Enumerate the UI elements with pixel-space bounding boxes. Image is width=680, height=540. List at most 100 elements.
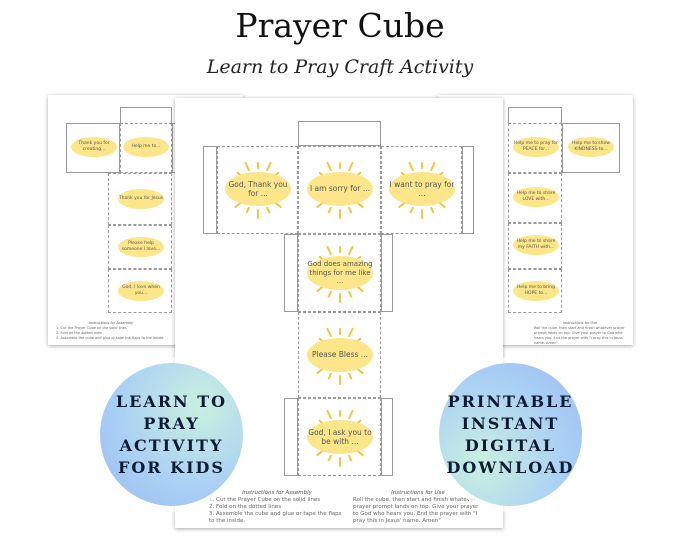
prompt-text: God, I ask you to be with ... bbox=[307, 420, 373, 454]
prompt-text: Thank you for creating... bbox=[71, 137, 117, 157]
prompt-sun: Thank you for Jesus bbox=[116, 185, 166, 213]
sun-ray bbox=[326, 327, 333, 338]
prompt-sun: Help me to pray for PEACE for... bbox=[512, 133, 560, 161]
prompt-text: Help me to pray for PEACE for... bbox=[513, 137, 559, 157]
sun-ray bbox=[327, 372, 333, 380]
sun-ray bbox=[339, 457, 341, 467]
badge-line: PRINTABLE bbox=[447, 391, 574, 411]
sun-ray bbox=[339, 209, 341, 219]
assembly-heading: Instructions for Assembly bbox=[242, 490, 312, 496]
badge-line: DIGITAL bbox=[464, 435, 557, 455]
sun-ray bbox=[257, 162, 259, 169]
prompt-text: Help me to bring HOPE to... bbox=[513, 281, 559, 301]
cube-flap bbox=[381, 234, 393, 312]
badge-line: INSTANT bbox=[461, 413, 560, 433]
sun-ray bbox=[339, 246, 341, 253]
prompt-sun: Help me to... bbox=[122, 133, 170, 161]
assembly-step: 1. Cut the Prayer Cube on the solid line… bbox=[209, 497, 321, 503]
assembly-instructions: Instructions for Assembly 1. Cut the Pra… bbox=[209, 490, 345, 525]
sun-ray bbox=[347, 454, 353, 462]
prompt-sun: Help me to show KINDNESS to... bbox=[566, 133, 616, 161]
prompt-sun: Please Bless ... bbox=[301, 322, 379, 388]
prompt-sun: Help me to share LOVE with... bbox=[512, 183, 560, 211]
cube-flap bbox=[203, 146, 217, 234]
sun-ray bbox=[347, 245, 354, 256]
sun-ray bbox=[339, 375, 341, 385]
prompt-sun: I am sorry for ... bbox=[301, 156, 379, 222]
prompt-text: Help me to... bbox=[123, 137, 169, 157]
sun-ray bbox=[429, 161, 436, 172]
prompt-text: Please Bless ... bbox=[307, 338, 373, 372]
assembly-step: 3. Assemble the cube and glue or tape th… bbox=[209, 511, 342, 524]
learn-to-pray-badge: LEARN TO PRAY ACTIVITY FOR KIDS bbox=[100, 363, 243, 506]
instructions-text: Roll the cube, then start and finish wha… bbox=[534, 326, 625, 345]
use-text: Roll the cube, then start and finish wha… bbox=[353, 497, 479, 524]
prompt-sun: Thank you for creating... bbox=[70, 133, 118, 161]
sun-ray bbox=[327, 290, 333, 298]
prompt-sun: God, Thank you for ... bbox=[219, 156, 297, 222]
prompt-text: God does amazing things for me like ... bbox=[307, 256, 373, 290]
sun-ray bbox=[244, 161, 251, 172]
prompt-text: God, Thank you for ... bbox=[225, 172, 291, 206]
prompt-sun: God, I ask you to be with ... bbox=[301, 404, 379, 470]
badge-line: ACTIVITY bbox=[119, 435, 224, 455]
sun-ray bbox=[265, 161, 272, 172]
sun-ray bbox=[347, 290, 353, 298]
instructions-heading: Instructions for Use bbox=[562, 321, 598, 325]
prompt-sun: Help me to bring HOPE to... bbox=[512, 277, 560, 305]
sun-ray bbox=[339, 328, 341, 335]
prompt-text: Help me to share LOVE with... bbox=[513, 187, 559, 207]
instructions-block: Instructions for Use Roll the cube, then… bbox=[534, 321, 626, 346]
instructions-block: Instructions for Assembly 1. Cut the Pra… bbox=[56, 321, 166, 341]
prompt-sun: Help me to share my FAITH with... bbox=[512, 231, 560, 259]
sun-ray bbox=[327, 454, 333, 462]
prompt-text: Help me to show KINDNESS to... bbox=[568, 137, 614, 157]
badge-line: PRAY bbox=[143, 413, 200, 433]
sun-ray bbox=[421, 209, 423, 219]
prompt-text: Thank you for Jesus bbox=[118, 189, 164, 209]
sun-ray bbox=[421, 162, 423, 169]
instructions-heading: Instructions for Assembly bbox=[88, 321, 134, 325]
cube-flap bbox=[284, 398, 298, 476]
sun-ray bbox=[326, 245, 333, 256]
sun-ray bbox=[339, 410, 341, 417]
badge-line: LEARN TO bbox=[115, 391, 228, 411]
sun-ray bbox=[347, 372, 353, 380]
sun-ray bbox=[347, 409, 354, 420]
sun-ray bbox=[265, 206, 271, 214]
cube-flap bbox=[462, 146, 474, 234]
page-subtitle: Learn to Pray Craft Activity bbox=[206, 56, 474, 78]
sun-ray bbox=[347, 327, 354, 338]
sun-ray bbox=[409, 206, 415, 214]
cube-flap bbox=[298, 121, 381, 146]
prompt-text: I want to pray for ... bbox=[389, 172, 455, 206]
prompt-text: I am sorry for ... bbox=[307, 172, 373, 206]
sun-ray bbox=[327, 206, 333, 214]
sun-ray bbox=[347, 161, 354, 172]
sun-ray bbox=[339, 162, 341, 169]
use-instructions: Instructions for Use Roll the cube, then… bbox=[353, 490, 483, 525]
sun-ray bbox=[347, 206, 353, 214]
prompt-text: Please help someone I love... bbox=[118, 237, 164, 257]
assembly-step: 2. Fold on the dotted lines bbox=[209, 504, 282, 510]
prompt-sun: I want to pray for ... bbox=[383, 156, 461, 222]
sun-ray bbox=[326, 409, 333, 420]
instructions-step: 2. Fold on the dotted lines bbox=[56, 331, 102, 335]
printable-download-badge: PRINTABLE INSTANT DIGITAL DOWNLOAD bbox=[439, 363, 582, 506]
sun-ray bbox=[339, 293, 341, 303]
sun-ray bbox=[245, 206, 251, 214]
use-heading: Instructions for Use bbox=[391, 490, 445, 496]
sun-ray bbox=[257, 209, 259, 219]
prompt-sun: God does amazing things for me like ... bbox=[301, 240, 379, 306]
prompt-text: Help me to share my FAITH with... bbox=[513, 235, 559, 255]
cube-flap bbox=[284, 234, 298, 312]
sun-ray bbox=[408, 161, 415, 172]
prompt-sun: Please help someone I love... bbox=[116, 233, 166, 261]
sun-ray bbox=[429, 206, 435, 214]
prompt-text: God, I love when you... bbox=[118, 281, 164, 301]
cube-flap bbox=[381, 398, 393, 476]
badge-line: DOWNLOAD bbox=[446, 457, 575, 477]
page-title: Prayer Cube bbox=[235, 6, 445, 45]
badge-line: FOR KIDS bbox=[118, 457, 225, 477]
instructions-step: 1. Cut the Prayer Cube on the solid line… bbox=[56, 326, 127, 330]
